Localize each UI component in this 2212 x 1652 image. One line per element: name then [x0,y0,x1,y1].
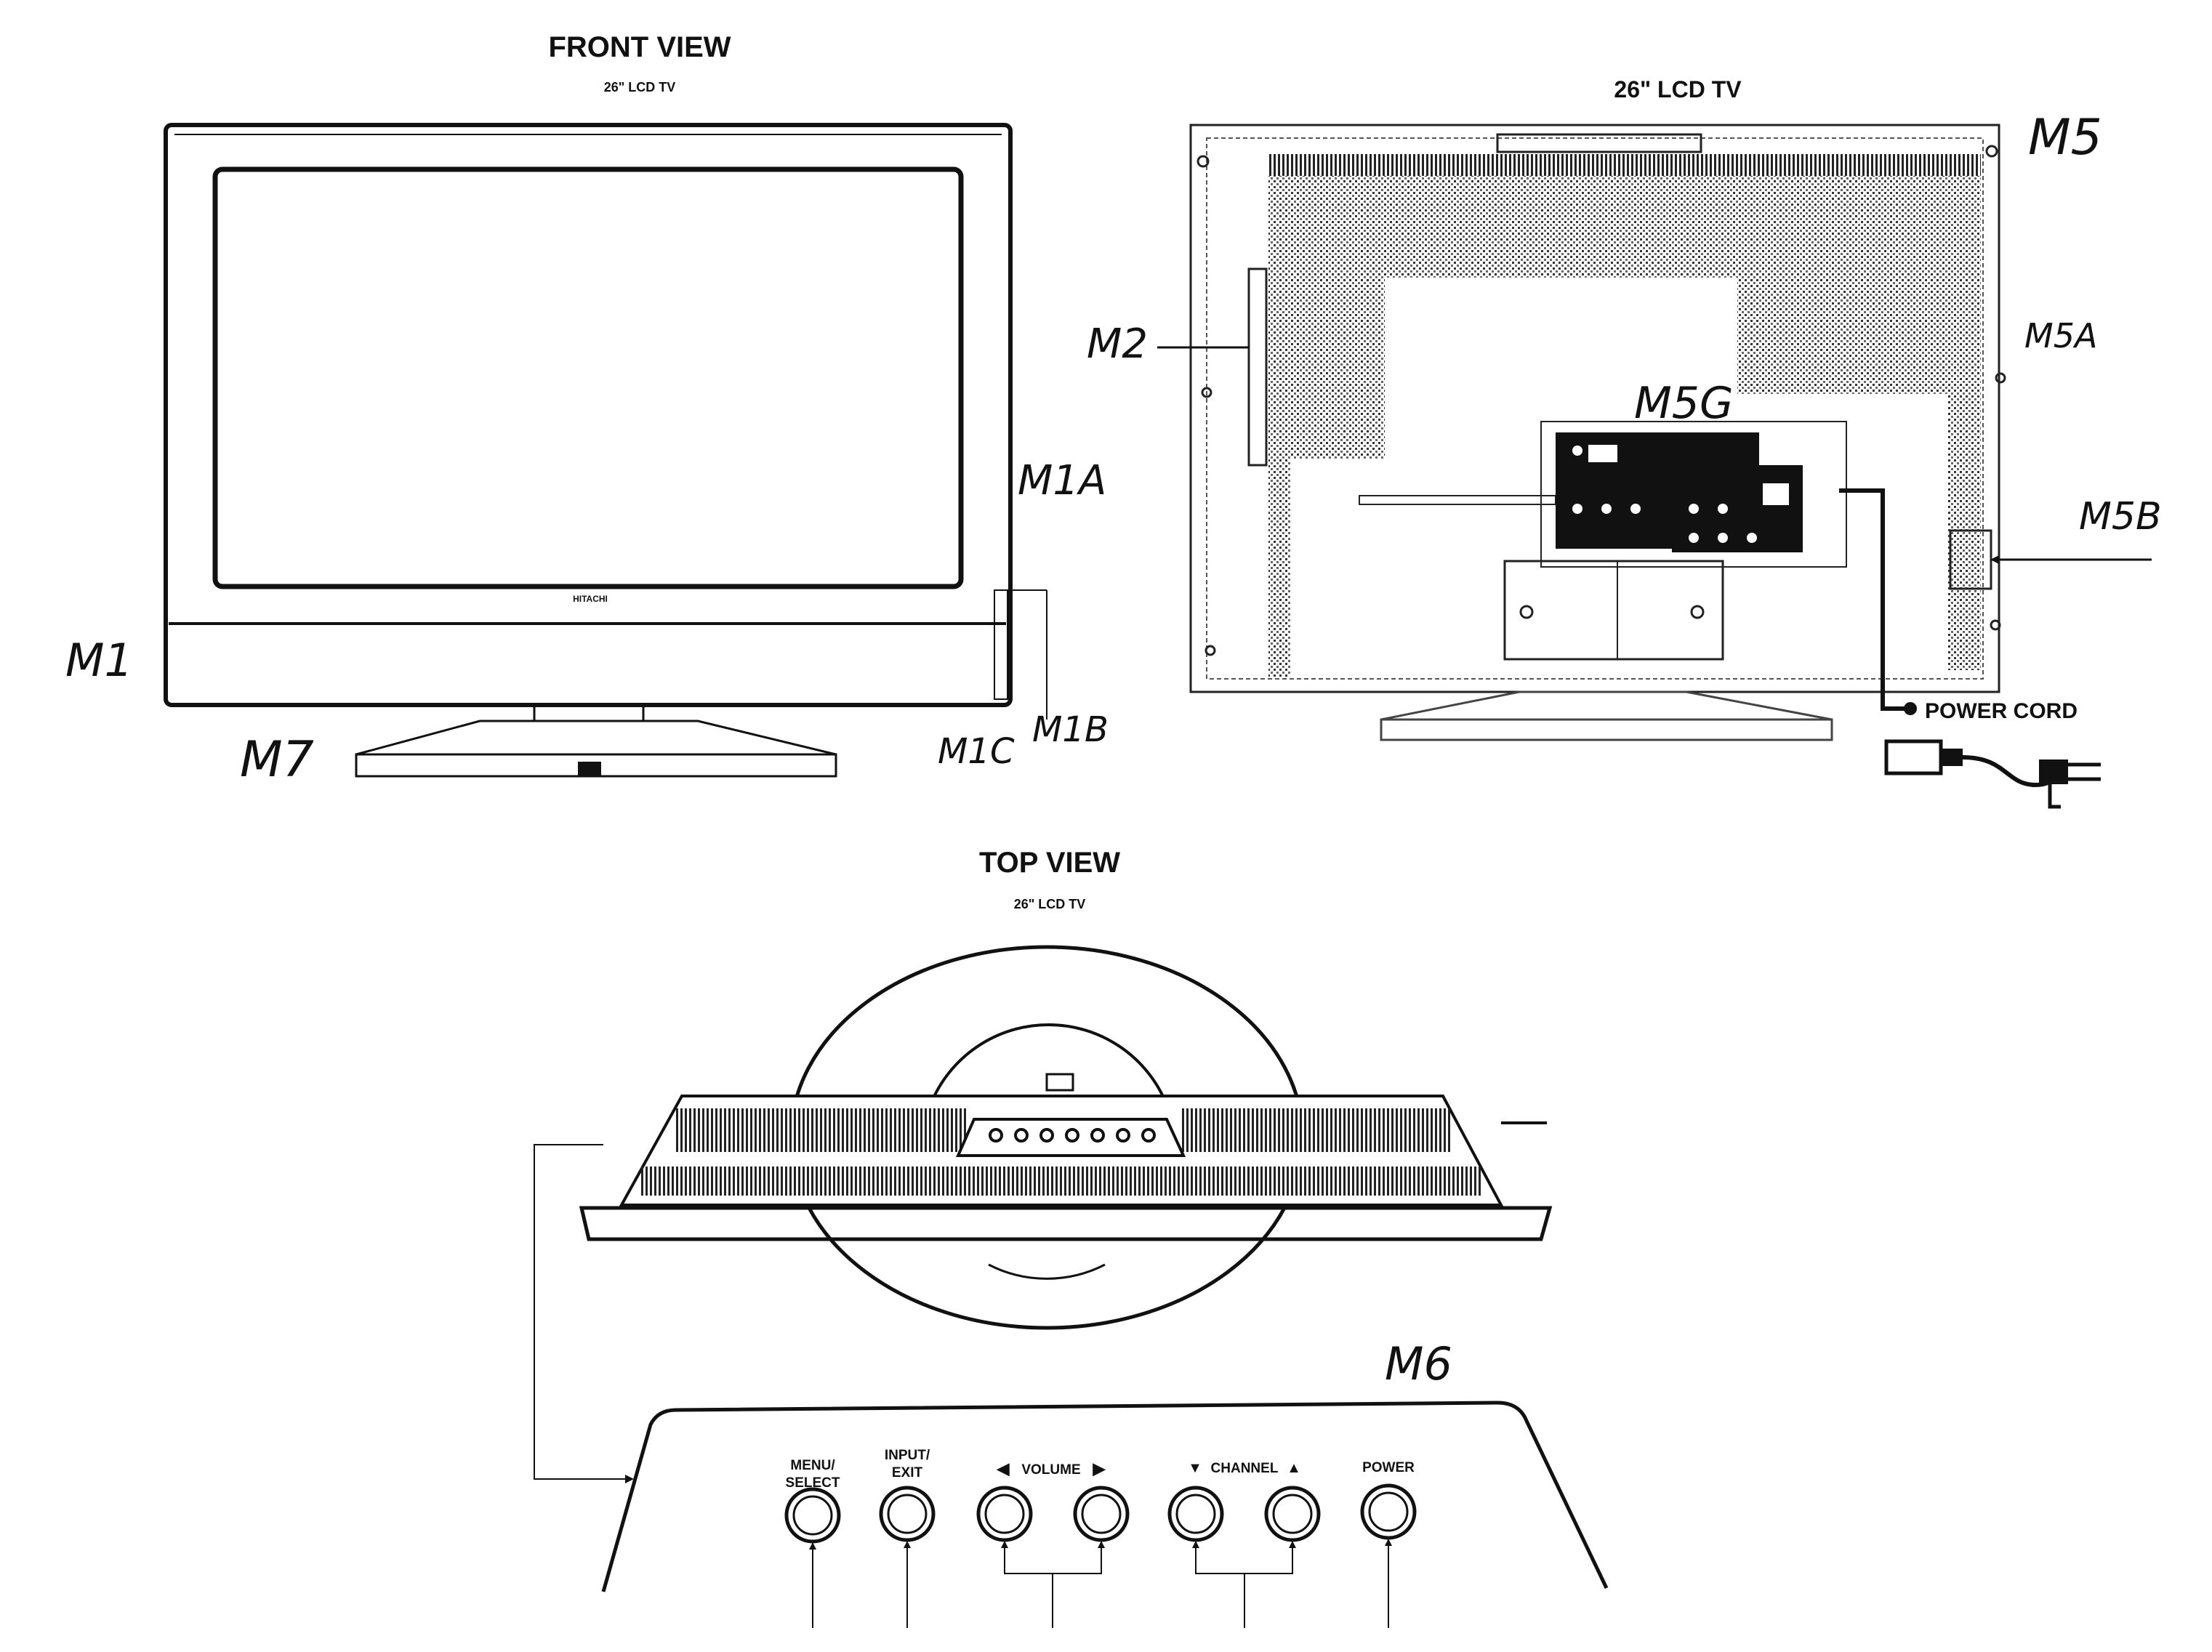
rear-view-subtitle: 26" LCD TV [1614,76,1742,102]
channel-up-button[interactable] [1264,1486,1321,1542]
channel-label: CHANNEL [1211,1461,1279,1476]
tv-screen [212,166,964,589]
top-view-subtitle: 26" LCD TV [1014,897,1086,911]
annotations: M1 M1A M1B M1C M7 M2 M5 M5A M5B M5G M6 [65,109,2162,1390]
annotation-m5b: M5B [2079,495,2162,539]
power-button[interactable] [1360,1483,1417,1540]
channel-up-arrow-icon: ▲ [1287,1460,1301,1476]
menu-select-label-1: MENU/ [790,1458,835,1473]
channel-down-arrow-icon: ▼ [1188,1460,1202,1476]
annotation-m6: M6 [1385,1337,1452,1390]
plug-icon [1884,739,2101,809]
top-view-title: TOP VIEW [979,847,1120,879]
rear-view: 26" LCD TV [1189,76,2101,809]
annotation-m1b: M1B [1032,709,1109,750]
rear-stand [1380,690,1833,721]
volume-down-button[interactable] [976,1486,1033,1542]
menu-select-button[interactable] [784,1487,841,1544]
channel-down-button[interactable] [1167,1486,1224,1542]
input-exit-label-1: INPUT/ [885,1448,930,1463]
input-exit-button[interactable] [879,1486,936,1542]
front-view-subtitle: 26" LCD TV [604,80,676,94]
top-button-bar [955,1118,1186,1157]
annotation-m1c: M1C [938,731,1015,772]
annotation-m5: M5 [2028,109,2102,166]
input-exit-label-2: EXIT [892,1465,923,1480]
control-panel-outline [601,1401,1609,1592]
annotation-m5g: M5G [1634,378,1733,429]
brand-logo: HITACHI [573,594,608,604]
volume-up-button[interactable] [1073,1486,1130,1542]
control-panel: MENU/ SELECT INPUT/ EXIT ◀ VOLUME ▶ ▼ CH… [601,1401,1609,1628]
volume-label: VOLUME [1021,1462,1080,1478]
stand-base [355,720,837,756]
front-view-title: FRONT VIEW [548,31,731,63]
side-rail [1247,267,1268,467]
top-vent [1268,154,1981,176]
top-view: TOP VIEW 26" LCD TV [534,847,1553,1483]
annotation-m1a: M1A [1018,457,1106,504]
annotation-m1: M1 [65,634,133,687]
power-cord-label: POWER CORD [1925,699,2078,723]
volume-right-arrow-icon: ▶ [1093,1459,1106,1478]
tv-bezel [164,123,1013,707]
annotation-m5a: M5A [2024,316,2097,355]
annotation-m7: M7 [240,731,314,789]
volume-left-arrow-icon: ◀ [997,1459,1010,1478]
stand-neck [533,704,645,722]
annotation-m2: M2 [1087,321,1148,368]
menu-select-label-2: SELECT [786,1475,840,1491]
power-label: POWER [1362,1460,1415,1475]
front-view: FRONT VIEW 26" LCD TV HITACHI [164,31,1047,778]
